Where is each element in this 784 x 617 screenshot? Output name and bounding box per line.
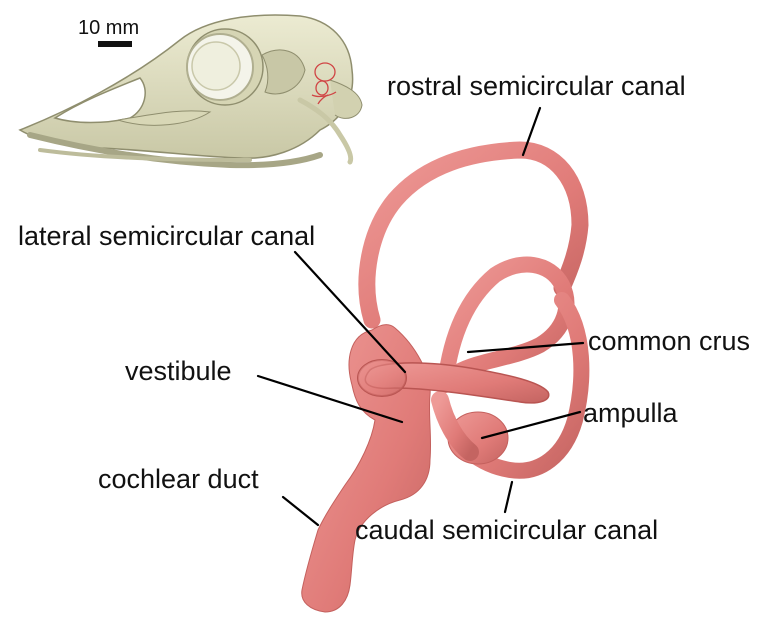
label-common-crus: common crus bbox=[588, 328, 750, 355]
scale-bar-label: 10 mm bbox=[78, 18, 139, 38]
bird-skull-illustration bbox=[20, 15, 362, 165]
scale-bar bbox=[98, 41, 132, 47]
label-lateral-semicircular-canal: lateral semicircular canal bbox=[18, 223, 315, 250]
label-vestibule: vestibule bbox=[125, 358, 232, 385]
label-caudal-semicircular-canal: caudal semicircular canal bbox=[355, 517, 658, 544]
label-ampulla: ampulla bbox=[583, 400, 678, 427]
label-cochlear-duct: cochlear duct bbox=[98, 466, 259, 493]
label-rostral-semicircular-canal: rostral semicircular canal bbox=[387, 73, 686, 100]
leader-line-cochlear-duct bbox=[283, 497, 318, 525]
leader-line-caudal bbox=[505, 482, 512, 512]
